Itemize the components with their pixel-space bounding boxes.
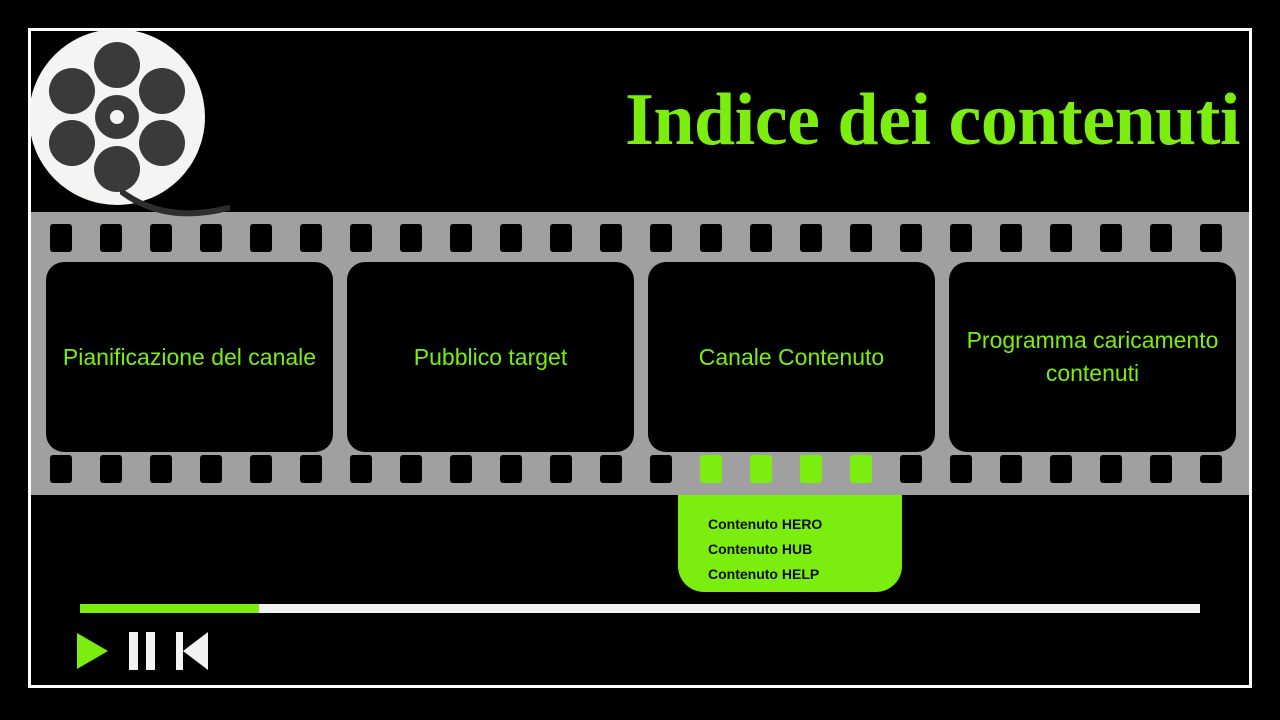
sprocket-hole: [450, 455, 472, 483]
callout-item-hub: Contenuto HUB: [708, 541, 813, 557]
sprocket-hole: [50, 455, 72, 483]
sprocket-hole: [150, 224, 172, 252]
sprocket-hole: [350, 224, 372, 252]
sprocket-hole: [100, 455, 122, 483]
callout-item-help: Contenuto HELP: [708, 566, 820, 582]
filmstrip-frames: Pianificazione del canale Pubblico targe…: [46, 262, 1236, 452]
pause-button[interactable]: [126, 630, 158, 672]
callout-list: Contenuto HERO Contenuto HUB Contenuto H…: [708, 512, 918, 587]
film-frame-2[interactable]: Pubblico target: [347, 262, 634, 452]
sprocket-hole: [900, 224, 922, 252]
sprocket-hole: [1000, 455, 1022, 483]
sprocket-hole: [900, 455, 922, 483]
sprocket-hole: [400, 224, 422, 252]
sprocket-hole-lit: [850, 455, 872, 483]
film-frame-4-label: Programma caricamento contenuti: [966, 327, 1219, 386]
filmstrip: Pianificazione del canale Pubblico targe…: [28, 212, 1272, 495]
playback-controls: [74, 628, 212, 674]
sprocket-hole: [600, 455, 622, 483]
sprocket-hole: [550, 455, 572, 483]
sprocket-hole: [200, 455, 222, 483]
film-frame-4[interactable]: Programma caricamento contenuti: [949, 262, 1236, 452]
sprocket-row-bottom: [28, 455, 1272, 483]
sprocket-hole: [750, 224, 772, 252]
sprocket-hole: [1100, 224, 1122, 252]
play-button[interactable]: [74, 630, 110, 672]
sprocket-hole: [250, 455, 272, 483]
sprocket-hole: [1250, 224, 1272, 252]
sprocket-hole-lit: [800, 455, 822, 483]
sprocket-hole: [1250, 455, 1272, 483]
sprocket-hole-lit: [750, 455, 772, 483]
sprocket-hole: [550, 224, 572, 252]
sprocket-hole: [500, 224, 522, 252]
sprocket-hole: [1000, 224, 1022, 252]
sprocket-hole: [700, 224, 722, 252]
sprocket-hole: [1150, 455, 1172, 483]
sprocket-hole: [1150, 224, 1172, 252]
film-frame-2-label: Pubblico target: [413, 343, 568, 370]
film-strand-icon: [119, 189, 231, 230]
sprocket-hole: [950, 224, 972, 252]
sprocket-hole: [1100, 455, 1122, 483]
page-title: Indice dei contenuti: [625, 78, 1240, 161]
sprocket-hole: [650, 455, 672, 483]
callout-item-hero: Contenuto HERO: [708, 516, 823, 532]
film-frame-1-label: Pianificazione del canale: [62, 343, 317, 370]
sprocket-hole: [250, 224, 272, 252]
sprocket-hole: [350, 455, 372, 483]
sprocket-hole: [650, 224, 672, 252]
sprocket-hole: [100, 224, 122, 252]
sprocket-row-top: [28, 224, 1272, 252]
sprocket-hole: [1050, 224, 1072, 252]
progress-bar-track[interactable]: [80, 604, 1200, 613]
progress-bar-fill: [80, 604, 260, 613]
sprocket-hole: [450, 224, 472, 252]
sprocket-hole: [600, 224, 622, 252]
sprocket-hole: [400, 455, 422, 483]
film-reel-icon: [27, 27, 207, 207]
sprocket-hole: [200, 224, 222, 252]
sprocket-hole: [300, 455, 322, 483]
sprocket-hole-lit: [700, 455, 722, 483]
sprocket-hole: [800, 224, 822, 252]
sprocket-hole: [950, 455, 972, 483]
sprocket-hole: [300, 224, 322, 252]
sprocket-hole: [1200, 224, 1222, 252]
film-frame-3[interactable]: Canale Contenuto: [648, 262, 935, 452]
sprocket-hole: [1050, 455, 1072, 483]
film-frame-3-label: Canale Contenuto: [698, 343, 885, 370]
sprocket-hole: [500, 455, 522, 483]
film-frame-1[interactable]: Pianificazione del canale: [46, 262, 333, 452]
sprocket-hole: [50, 224, 72, 252]
sprocket-hole: [150, 455, 172, 483]
next-track-button[interactable]: [174, 630, 212, 672]
sprocket-hole: [850, 224, 872, 252]
sprocket-hole: [1200, 455, 1222, 483]
